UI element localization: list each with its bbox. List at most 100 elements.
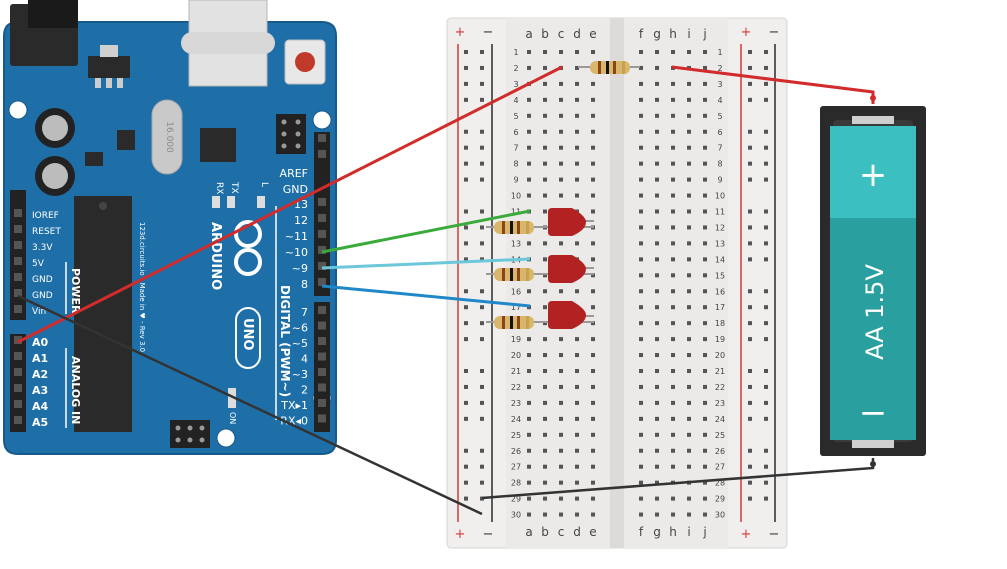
header-hole[interactable] bbox=[14, 257, 22, 265]
breadboard-hole[interactable] bbox=[527, 480, 531, 485]
breadboard-hole[interactable] bbox=[559, 193, 563, 198]
rail-hole[interactable] bbox=[764, 50, 768, 54]
breadboard-hole[interactable] bbox=[703, 161, 707, 166]
breadboard-hole[interactable] bbox=[559, 50, 563, 54]
breadboard-hole[interactable] bbox=[639, 257, 643, 262]
breadboard-hole[interactable] bbox=[543, 496, 547, 501]
breadboard-hole[interactable] bbox=[703, 193, 707, 198]
rail-hole[interactable] bbox=[464, 145, 468, 150]
rail-hole[interactable] bbox=[480, 384, 484, 389]
breadboard-hole[interactable] bbox=[527, 400, 531, 405]
resistor-3[interactable] bbox=[486, 316, 548, 329]
breadboard-hole[interactable] bbox=[527, 369, 531, 373]
rail-hole[interactable] bbox=[480, 225, 484, 230]
breadboard-hole[interactable] bbox=[543, 416, 547, 421]
breadboard-hole[interactable] bbox=[559, 512, 563, 517]
breadboard-hole[interactable] bbox=[687, 384, 691, 389]
rail-hole[interactable] bbox=[464, 50, 468, 54]
breadboard-hole[interactable] bbox=[687, 496, 691, 501]
breadboard-hole[interactable] bbox=[655, 161, 659, 166]
breadboard-hole[interactable] bbox=[543, 209, 547, 214]
rail-hole[interactable] bbox=[764, 257, 768, 262]
rail-hole[interactable] bbox=[480, 416, 484, 421]
rail-hole[interactable] bbox=[464, 241, 468, 246]
breadboard-hole[interactable] bbox=[575, 289, 579, 294]
breadboard-hole[interactable] bbox=[575, 50, 579, 54]
breadboard-hole[interactable] bbox=[703, 113, 707, 118]
header-hole[interactable] bbox=[318, 399, 326, 407]
breadboard-hole[interactable] bbox=[559, 464, 563, 469]
breadboard-hole[interactable] bbox=[543, 145, 547, 150]
power-header[interactable] bbox=[14, 209, 22, 313]
breadboard-hole[interactable] bbox=[575, 129, 579, 134]
breadboard-hole[interactable] bbox=[703, 496, 707, 501]
breadboard-hole[interactable] bbox=[559, 353, 563, 358]
breadboard-hole[interactable] bbox=[527, 161, 531, 166]
rail-hole[interactable] bbox=[764, 480, 768, 485]
rail-hole[interactable] bbox=[748, 225, 752, 230]
breadboard-hole[interactable] bbox=[655, 321, 659, 326]
breadboard-hole[interactable] bbox=[591, 400, 595, 405]
breadboard-hole[interactable] bbox=[687, 129, 691, 134]
rail-hole[interactable] bbox=[480, 464, 484, 469]
breadboard-hole[interactable] bbox=[671, 384, 675, 389]
breadboard-hole[interactable] bbox=[671, 50, 675, 54]
breadboard-hole[interactable] bbox=[559, 448, 563, 453]
breadboard-hole[interactable] bbox=[543, 97, 547, 102]
rail-hole[interactable] bbox=[464, 161, 468, 166]
breadboard-hole[interactable] bbox=[655, 432, 659, 437]
breadboard-hole[interactable] bbox=[559, 337, 563, 342]
breadboard-hole[interactable] bbox=[575, 480, 579, 485]
header-hole[interactable] bbox=[318, 246, 326, 254]
breadboard-hole[interactable] bbox=[543, 177, 547, 182]
rail-hole[interactable] bbox=[480, 81, 484, 86]
breadboard-hole[interactable] bbox=[559, 416, 563, 421]
breadboard-hole[interactable] bbox=[639, 321, 643, 326]
rail-hole[interactable] bbox=[464, 97, 468, 102]
rail-hole[interactable] bbox=[480, 129, 484, 134]
rail-hole[interactable] bbox=[464, 225, 468, 230]
breadboard-hole[interactable] bbox=[703, 416, 707, 421]
rail-hole[interactable] bbox=[748, 337, 752, 342]
breadboard-hole[interactable] bbox=[543, 273, 547, 278]
breadboard-hole[interactable] bbox=[591, 209, 595, 214]
breadboard-hole[interactable] bbox=[671, 432, 675, 437]
breadboard-hole[interactable] bbox=[543, 289, 547, 294]
breadboard-hole[interactable] bbox=[687, 321, 691, 326]
breadboard-hole[interactable] bbox=[703, 369, 707, 373]
breadboard-hole[interactable] bbox=[655, 496, 659, 501]
breadboard-hole[interactable] bbox=[527, 464, 531, 469]
rail-hole[interactable] bbox=[464, 464, 468, 469]
breadboard-hole[interactable] bbox=[655, 177, 659, 182]
breadboard-hole[interactable] bbox=[687, 353, 691, 358]
rail-hole[interactable] bbox=[764, 464, 768, 469]
breadboard-hole[interactable] bbox=[655, 464, 659, 469]
breadboard-hole[interactable] bbox=[703, 448, 707, 453]
breadboard-hole[interactable] bbox=[639, 480, 643, 485]
rail-hole[interactable] bbox=[480, 209, 484, 214]
rail-hole[interactable] bbox=[764, 225, 768, 230]
breadboard-hole[interactable] bbox=[671, 145, 675, 150]
rail-hole[interactable] bbox=[480, 400, 484, 405]
breadboard-hole[interactable] bbox=[671, 161, 675, 166]
breadboard-hole[interactable] bbox=[703, 464, 707, 469]
breadboard-hole[interactable] bbox=[639, 400, 643, 405]
breadboard-hole[interactable] bbox=[655, 81, 659, 86]
rail-hole[interactable] bbox=[464, 289, 468, 294]
breadboard-hole[interactable] bbox=[639, 464, 643, 469]
breadboard-hole[interactable] bbox=[543, 241, 547, 246]
breadboard-hole[interactable] bbox=[639, 97, 643, 102]
rail-hole[interactable] bbox=[464, 337, 468, 342]
breadboard-hole[interactable] bbox=[703, 65, 707, 70]
breadboard-hole[interactable] bbox=[687, 241, 691, 246]
rail-hole[interactable] bbox=[764, 241, 768, 246]
rail-hole[interactable] bbox=[480, 50, 484, 54]
breadboard-hole[interactable] bbox=[671, 448, 675, 453]
breadboard-hole[interactable] bbox=[687, 50, 691, 54]
breadboard-hole[interactable] bbox=[527, 113, 531, 118]
breadboard-hole[interactable] bbox=[559, 241, 563, 246]
breadboard-hole[interactable] bbox=[639, 337, 643, 342]
breadboard-hole[interactable] bbox=[591, 321, 595, 326]
breadboard-hole[interactable] bbox=[639, 496, 643, 501]
